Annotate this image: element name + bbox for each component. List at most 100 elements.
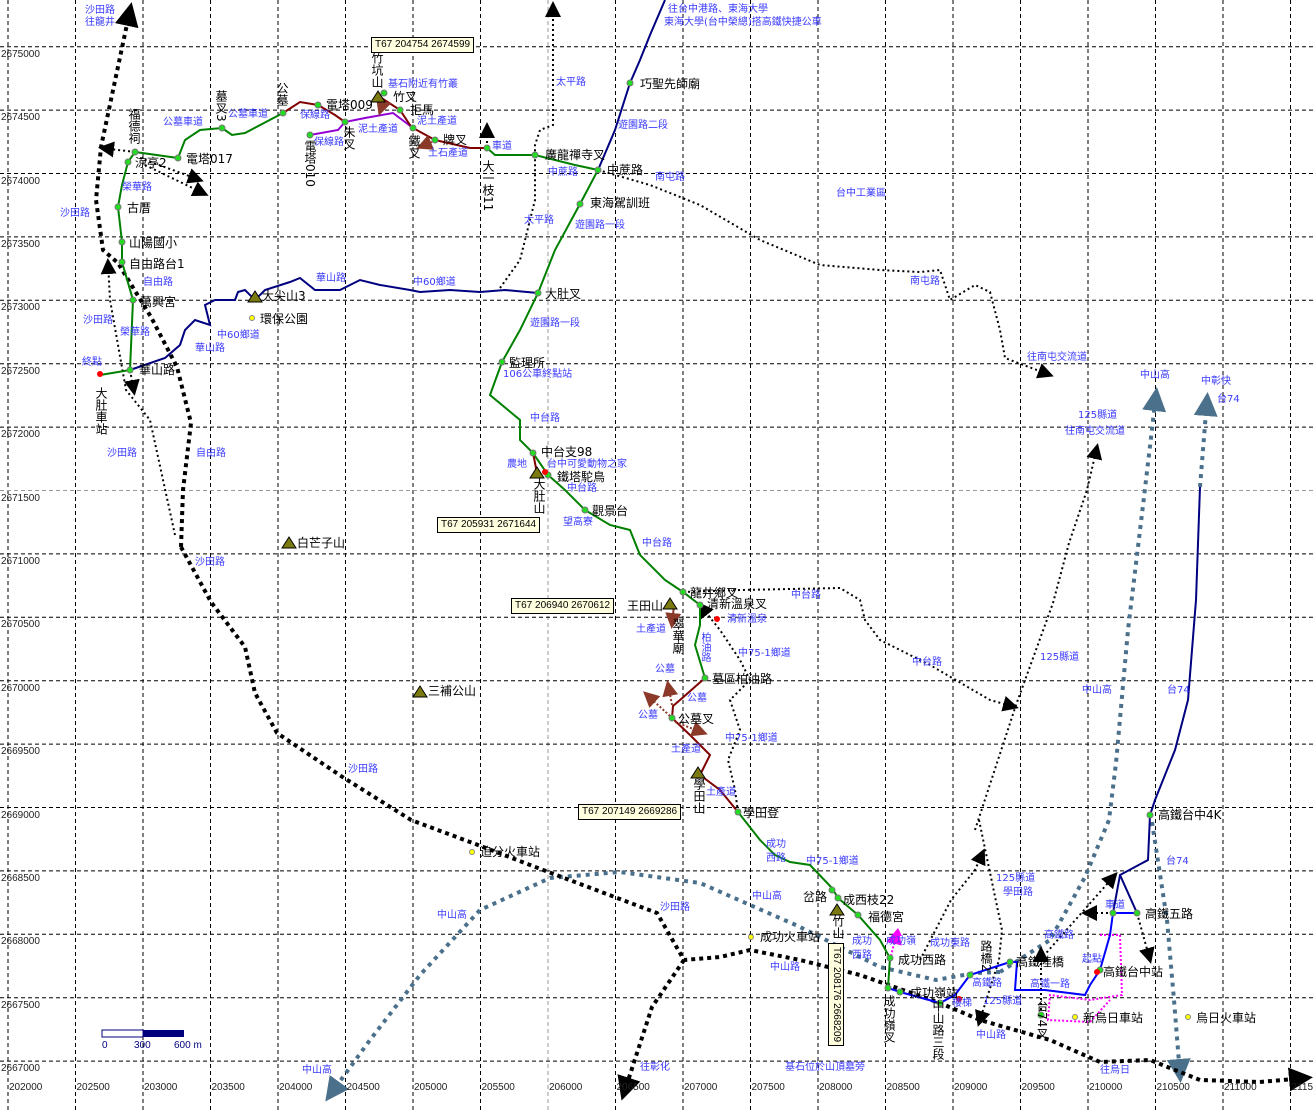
waypoint-dot[interactable] [118,238,126,246]
mountain-peak-icon[interactable] [370,90,386,103]
road-label: 樓梯 [952,998,972,1009]
road-label: 公墓車道 [163,117,203,128]
road-label: 望高寮 [563,517,593,528]
road-label: 自由路 [143,277,173,288]
road-label: 太平路 [524,215,554,226]
hot-spring-dot[interactable] [714,616,720,622]
waypoint-dot[interactable] [1006,958,1014,966]
waypoint-dot[interactable] [1146,811,1154,819]
waypoint-dot[interactable] [828,886,836,894]
road-label: 遊園路一段 [530,318,580,329]
waypoint-dot[interactable] [936,999,944,1007]
sun-yat-sen-freeway [998,387,1167,974]
waypoint-dot[interactable] [279,109,287,117]
waypoint-dot[interactable] [114,203,122,211]
waypoint-dot[interactable] [896,988,904,996]
end-point-dot[interactable] [97,371,103,377]
waypoint-dot[interactable] [483,144,491,152]
road-route74 [1112,486,1201,914]
waypoint-dot[interactable] [886,954,894,962]
northing-label: 2671500 [1,492,40,504]
waypoint-dot[interactable] [854,911,862,919]
waypoint-dot[interactable] [1109,909,1117,917]
waypoint-dot[interactable] [581,506,589,514]
northing-label: 2671000 [1,555,40,567]
waypoint-dot[interactable] [834,894,842,902]
waypoint-dot[interactable] [498,358,506,366]
minor-roads [98,1,1155,1027]
place-label: 中蔗路 [607,163,644,177]
waypoint-dot[interactable] [124,158,132,166]
waypoint-dot[interactable] [129,296,137,304]
waypoint-dot[interactable] [734,808,742,816]
coord-label: T67 205931 2671644 [437,517,541,533]
start-point-dot[interactable] [1094,969,1100,975]
waypoint-dot[interactable] [341,118,349,126]
waypoint-dot[interactable] [534,289,542,297]
place-label: 電塔017 [186,152,233,166]
place-label: 巧聖先師廟 [640,77,701,91]
waypoint-dot[interactable] [626,79,634,87]
easting-label: 211000 [1224,1082,1257,1093]
place-label: 竹叉 [393,90,418,104]
road-label: 中山高 [1082,685,1112,696]
waypoint-dot[interactable] [174,154,182,162]
waypoint-dot[interactable] [306,131,314,139]
northing-label: 2674500 [1,112,40,124]
waypoint-dot[interactable] [594,166,602,174]
road-label: 土產道 [671,744,701,755]
waypoint-dot[interactable] [701,674,709,682]
place-label: 監理所 [509,356,546,370]
mountain-peak-icon[interactable] [690,766,706,779]
road-label: 中60鄉道 [217,330,260,341]
place-label: 清新溫泉叉 [707,597,768,611]
waypoint-dot[interactable] [118,258,126,266]
road-label: 公墓 [655,664,675,675]
waypoint-dot[interactable] [431,136,439,144]
northing-label: 2669500 [1,746,40,758]
place-label: 福德宮 [868,910,905,924]
waypoint-dot[interactable] [668,714,676,722]
waypoint-dot[interactable] [409,124,417,132]
easting-label: 202500 [76,1082,110,1093]
waypoint-dot[interactable] [131,148,139,156]
mountain-peak-icon[interactable] [662,597,678,610]
waypoint-dot[interactable] [126,366,134,374]
waypoint-dot[interactable] [380,89,388,97]
waypoint-dot[interactable] [1037,1011,1045,1019]
mountain-peak-icon[interactable] [281,536,297,549]
road-label: 基石位於山頂墓旁 [785,1062,865,1073]
waypoint-dot[interactable] [396,106,404,114]
waypoint-dot[interactable] [966,971,974,979]
waypoint-dot[interactable] [531,151,539,159]
place-label: 龍井鄉叉 [690,586,739,600]
easting-label: 208500 [886,1082,920,1093]
waypoint-dot[interactable] [218,124,226,132]
place-label: 追分火車站 [480,845,541,859]
stairs-dot[interactable] [956,996,962,1002]
waypoint-dot[interactable] [679,588,687,596]
mountain-peak-icon[interactable] [829,903,845,916]
waypoint-dot[interactable] [576,200,584,208]
shatian-road [93,2,1313,1101]
road-label: 公墓 [638,710,658,721]
road-label: 泥土產道 [417,116,457,127]
waypoint-dot[interactable] [884,984,892,992]
mountain-peak-icon[interactable] [247,290,263,303]
waypoint-dot[interactable] [696,601,704,609]
road-label: 成功嶺 [886,936,916,947]
mountain-peak-icon[interactable] [529,466,545,479]
mountain-peak-icon[interactable] [412,685,428,698]
peak-icons [247,90,845,916]
waypoint-dot[interactable] [1133,909,1141,917]
road-label: 東海大學(台中榮總)搭高鐵快捷公車 [664,17,822,28]
waypoint-dot[interactable] [314,101,322,109]
road-label: 成功 [766,839,786,850]
road-label: 沙田路 [85,5,115,16]
waypoint-dot[interactable] [529,449,537,457]
easting-label: 207000 [684,1082,718,1093]
road-label: 往彰化 [640,1062,670,1073]
poi-dot[interactable] [542,469,548,475]
place-label: 大肚叉 [545,287,582,301]
